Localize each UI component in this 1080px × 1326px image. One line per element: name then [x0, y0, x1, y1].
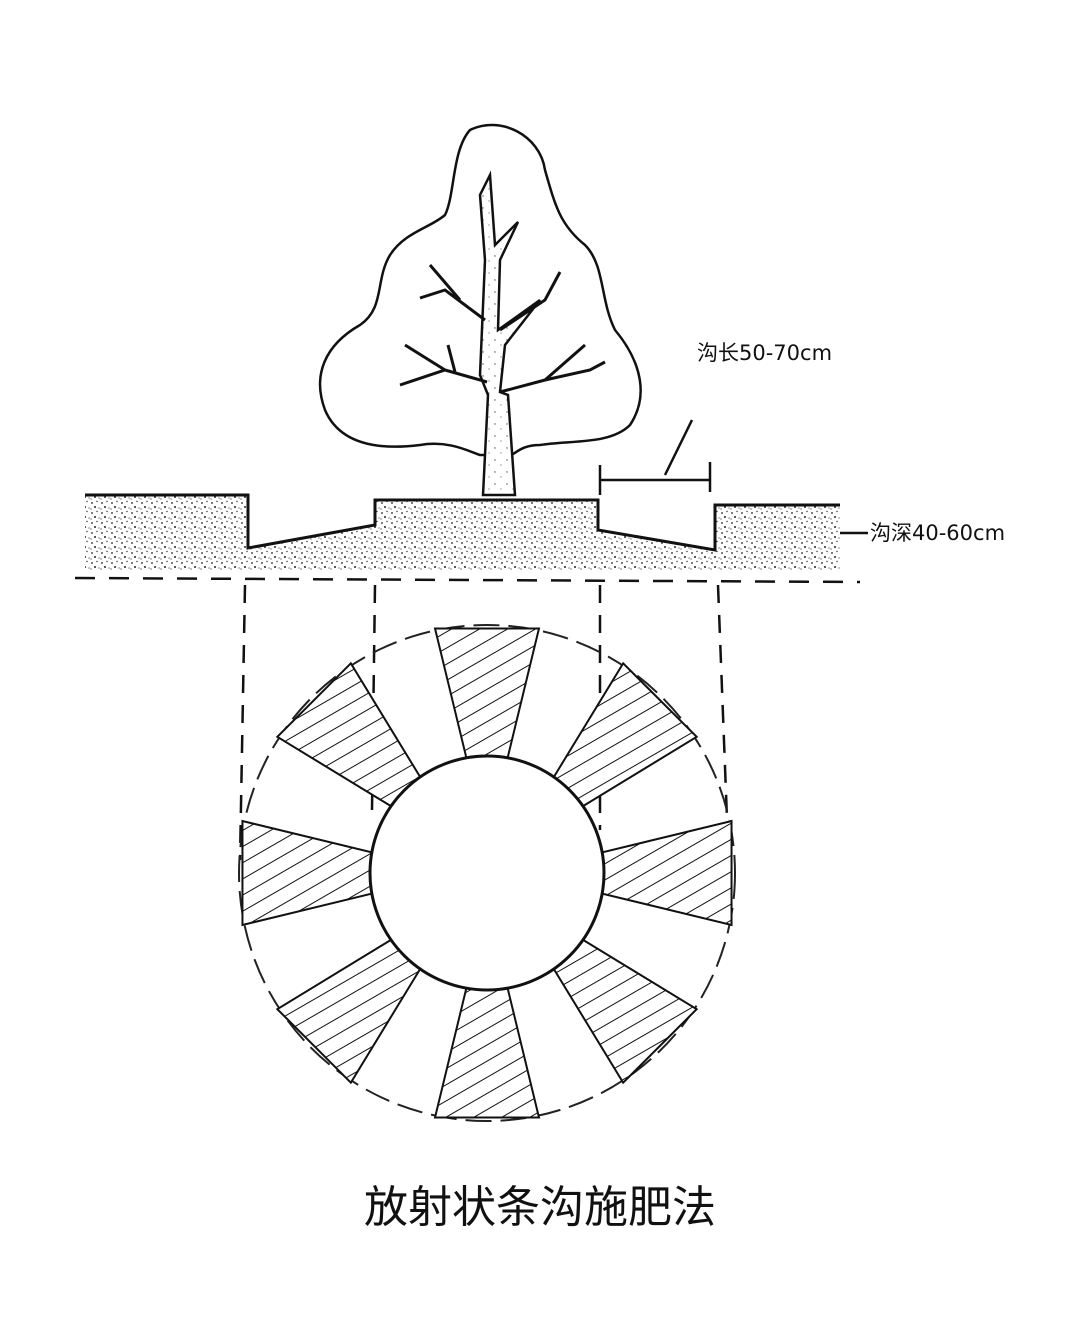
trunk-zone-circle	[368, 754, 606, 992]
tree-branch-right-lower	[499, 343, 606, 394]
ground-section	[74, 493, 868, 584]
tree	[318, 123, 642, 497]
soil-right-block	[598, 505, 840, 570]
trench-wedge	[433, 627, 541, 764]
trench-length-label: 沟长50-70cm	[697, 341, 832, 365]
plan-outer-circle	[238, 624, 736, 1122]
trench-depth-label: 沟深40-60cm	[870, 521, 1005, 545]
trench-wedge	[241, 819, 378, 927]
tree-branch-left-upper	[419, 264, 486, 322]
trench-wedge	[549, 661, 699, 811]
ground-surface-line	[85, 493, 840, 552]
trench-wedge	[433, 982, 541, 1119]
tree-crown-outline	[318, 123, 642, 457]
tree-branch-right-upper	[499, 271, 562, 332]
soil-left-block	[85, 495, 375, 570]
trench-wedge	[549, 935, 699, 1085]
trench-wedge	[596, 819, 733, 927]
trench-group	[241, 627, 733, 1119]
tree-branch-left-lower	[399, 343, 488, 387]
plan-view	[238, 624, 736, 1122]
ground-dashed-baseline	[74, 576, 861, 584]
diagram-caption: 放射状条沟施肥法	[364, 1182, 716, 1233]
trench-wedge	[275, 661, 425, 811]
soil-center-mound	[375, 500, 598, 570]
trench-wedge	[275, 935, 425, 1085]
length-dimension	[598, 419, 712, 495]
